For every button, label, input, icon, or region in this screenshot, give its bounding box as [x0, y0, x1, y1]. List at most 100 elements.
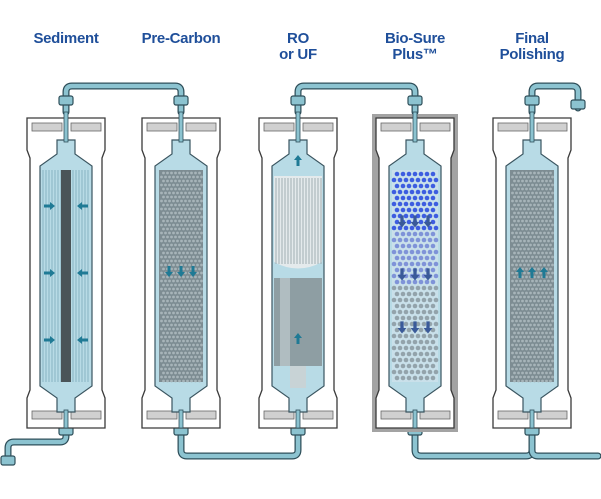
- housing-bracket: [536, 122, 568, 132]
- granule: [541, 355, 544, 359]
- granule: [511, 303, 514, 307]
- granule: [170, 259, 173, 263]
- bead: [391, 345, 397, 351]
- granule: [190, 187, 193, 191]
- bead: [406, 315, 412, 321]
- granule: [164, 183, 167, 187]
- granule: [533, 307, 536, 311]
- granule: [182, 179, 185, 183]
- bead: [394, 267, 400, 273]
- granule: [533, 195, 536, 199]
- granule: [515, 191, 518, 195]
- cartridge-membrane: [258, 111, 338, 429]
- granule: [541, 227, 544, 231]
- granule: [162, 331, 165, 335]
- granule: [537, 323, 540, 327]
- flow-arrow-down-icon: [423, 321, 433, 334]
- granule: [200, 183, 203, 187]
- granule: [531, 199, 534, 203]
- granule: [198, 307, 201, 311]
- granule: [188, 319, 191, 323]
- granule: [525, 379, 528, 383]
- granule: [182, 299, 185, 303]
- granule: [539, 191, 542, 195]
- granule: [194, 235, 197, 239]
- granule: [160, 191, 163, 195]
- granule: [537, 283, 540, 287]
- flow-arrow-down-icon: [189, 266, 197, 277]
- stage-title-sediment: Sediment: [33, 30, 99, 47]
- granule: [178, 307, 181, 311]
- granule: [529, 339, 532, 343]
- granule: [168, 191, 171, 195]
- granule: [162, 227, 165, 231]
- granule: [523, 311, 526, 315]
- granule: [549, 379, 552, 383]
- flow-arrow-down-icon: [397, 321, 407, 334]
- granule: [529, 363, 532, 367]
- bead: [409, 201, 415, 207]
- granule: [535, 255, 538, 259]
- bead: [400, 243, 406, 249]
- granule: [162, 347, 165, 351]
- granule: [529, 315, 532, 319]
- granule: [166, 347, 169, 351]
- granule: [535, 303, 538, 307]
- granule: [180, 263, 183, 267]
- granule: [515, 343, 518, 347]
- granule: [196, 199, 199, 203]
- granule: [549, 243, 552, 247]
- granule: [547, 223, 550, 227]
- granule: [186, 259, 189, 263]
- granule: [543, 319, 546, 323]
- flow-arrow-down-icon: [423, 268, 433, 281]
- granule: [196, 271, 199, 275]
- granule: [188, 367, 191, 371]
- granule: [541, 339, 544, 343]
- granule: [164, 351, 167, 355]
- granule: [539, 351, 542, 355]
- granule: [517, 235, 520, 239]
- fitting-inlet: [0, 455, 16, 466]
- granule: [531, 367, 534, 371]
- granule: [174, 323, 177, 327]
- bead: [394, 279, 400, 285]
- granule: [184, 303, 187, 307]
- granule: [511, 255, 514, 259]
- granule: [196, 279, 199, 283]
- granule: [521, 315, 524, 319]
- granule: [168, 175, 171, 179]
- granule: [176, 255, 179, 259]
- granule: [525, 339, 528, 343]
- granule: [527, 351, 530, 355]
- granule: [547, 239, 550, 243]
- granule: [196, 351, 199, 355]
- granule: [190, 179, 193, 183]
- granule: [200, 191, 203, 195]
- granule: [517, 347, 520, 351]
- granule: [543, 327, 546, 331]
- granule: [176, 367, 179, 371]
- bead: [430, 243, 436, 249]
- granule: [529, 307, 532, 311]
- granule: [196, 335, 199, 339]
- fitting-top: [173, 95, 189, 106]
- granule: [168, 343, 171, 347]
- granule: [533, 171, 536, 175]
- granule: [539, 207, 542, 211]
- granule: [172, 271, 175, 275]
- granule: [184, 359, 187, 363]
- granule: [162, 179, 165, 183]
- bead: [430, 171, 436, 177]
- granule: [529, 211, 532, 215]
- granule: [200, 215, 203, 219]
- granule: [182, 323, 185, 327]
- granule: [162, 323, 165, 327]
- granule: [515, 279, 518, 283]
- granule: [527, 207, 530, 211]
- granule: [511, 271, 514, 275]
- flow-arrow-down-icon: [410, 268, 420, 281]
- bead: [409, 177, 415, 183]
- granule: [174, 227, 177, 231]
